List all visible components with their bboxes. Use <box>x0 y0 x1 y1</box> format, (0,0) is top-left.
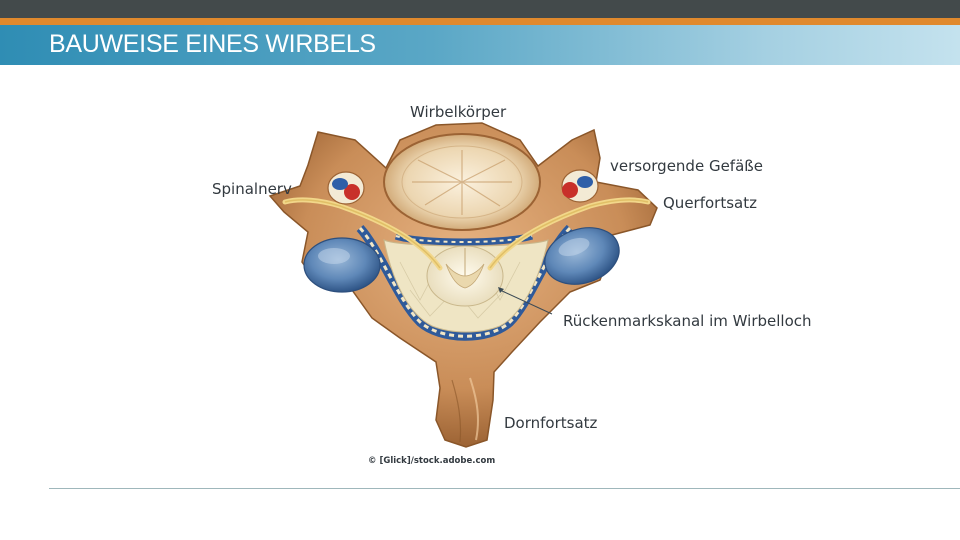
image-credit: © [Glick]/stock.adobe.com <box>368 456 496 466</box>
top-dark-bar <box>0 0 960 18</box>
label-spinal-nerve: Spinalnerv <box>212 180 292 198</box>
slide-title: BAUWEISE EINES WIRBELS <box>49 30 376 58</box>
label-spinal-canal: Rückenmarkskanal im Wirbelloch <box>563 312 812 330</box>
label-vertebral-body: Wirbelkörper <box>410 103 507 121</box>
label-vessels: versorgende Gefäße <box>610 157 763 175</box>
facet-right <box>544 227 620 285</box>
orange-accent-bar <box>0 18 960 25</box>
artery-left <box>344 184 360 200</box>
artery-right <box>562 182 578 198</box>
canal-leader-line <box>499 289 553 315</box>
footer-divider <box>49 488 960 489</box>
facet-left <box>303 237 381 293</box>
title-band <box>0 25 960 65</box>
vein-left <box>332 178 348 190</box>
label-spinous-process: Dornfortsatz <box>504 414 598 432</box>
label-transverse-process: Querfortsatz <box>663 194 757 212</box>
vein-right <box>577 176 593 188</box>
